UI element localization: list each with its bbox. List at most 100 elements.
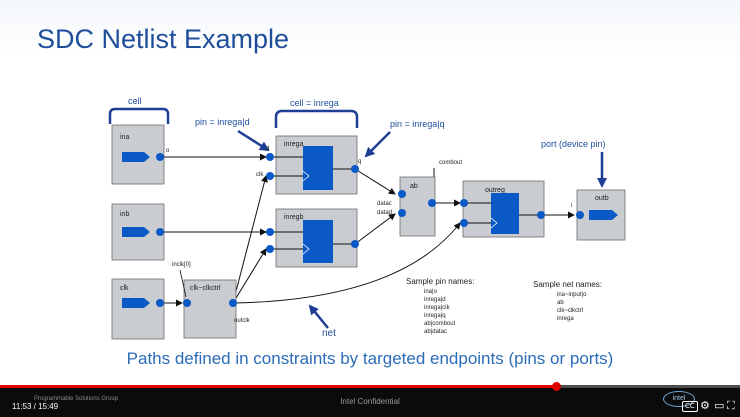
inregb-q-pin	[351, 240, 359, 248]
inrega-q-pin	[351, 165, 359, 173]
cell-annotation: cell	[128, 96, 142, 106]
inregb-d-pin	[266, 228, 274, 236]
sample-net-item: ina~input|o	[557, 292, 587, 298]
cell-clk-label: clk	[120, 285, 129, 292]
cell-inregb-label: inregb	[284, 214, 304, 221]
cell-ina-label: ina	[120, 134, 129, 141]
slide: SDC Netlist Example cell cell = inrega p…	[0, 0, 740, 385]
sample-net-names: Sample net names: ina~input|o ab clk~clk…	[533, 280, 602, 322]
ina-o-pin	[156, 153, 164, 161]
cell-ina: ina	[111, 124, 165, 185]
sample-pin-heading: Sample pin names:	[406, 277, 474, 286]
fullscreen-icon[interactable]: ⛶	[727, 399, 735, 412]
register-block	[303, 220, 333, 263]
netlist-diagram: cell cell = inrega pin = inrega|d pin = …	[108, 96, 626, 340]
clock-triangle	[490, 217, 498, 229]
cell-bracket	[108, 107, 170, 124]
video-progress-fill	[0, 385, 556, 388]
sample-pin-item: inrega|q	[424, 313, 446, 319]
miniplayer-icon[interactable]: ▭	[714, 399, 725, 412]
cell-inrega-label: inrega	[284, 141, 304, 148]
sample-pin-names: Sample pin names: ina|o inrega|d inrega|…	[406, 277, 474, 335]
sample-net-heading: Sample net names:	[533, 280, 602, 289]
sample-net-item: inrega	[557, 316, 574, 322]
pin-q-annotation: pin = inrega|q	[390, 119, 445, 129]
time-total: 15:49	[38, 402, 59, 411]
register-block	[303, 146, 333, 190]
time-display: 11:53 / 15:49	[12, 402, 58, 411]
cell-clkctrl: clk~clkctrl	[183, 279, 237, 339]
settings-gear-icon[interactable]: ⚙	[700, 399, 710, 412]
pin-label-inclk: inclk[0]	[172, 262, 191, 268]
sample-pin-item: ina|o	[424, 289, 438, 295]
pin-label-o: o	[166, 148, 170, 154]
cell-inb: inb	[111, 203, 165, 261]
ab-datac-pin	[398, 190, 406, 198]
group-label: Programmable Solutions Group	[34, 396, 119, 402]
pin-label-datad: datad	[377, 210, 392, 216]
pin-label-q: q	[358, 159, 361, 165]
pin-q-arrow	[364, 131, 391, 158]
cell-inrega-bracket	[274, 109, 359, 128]
clkctrl-inclk-pin	[183, 299, 191, 307]
output-port-icon	[589, 210, 618, 220]
intel-logo: intel	[663, 391, 695, 407]
net-annotation: net	[322, 328, 336, 339]
time-current: 11:53	[12, 402, 32, 411]
outreg-q-pin	[537, 211, 545, 219]
clkctrl-outclk-pin	[229, 299, 237, 307]
inclk-leader	[179, 269, 187, 298]
cell-outb-label: outb	[595, 195, 609, 202]
clock-triangle	[302, 170, 310, 182]
pin-d-annotation: pin = inrega|d	[195, 117, 250, 127]
cell-inb-label: inb	[120, 211, 129, 218]
confidential-label: Intel Confidential	[340, 397, 400, 406]
sample-pin-item: inrega|d	[424, 297, 446, 303]
cell-inrega-annotation: cell = inrega	[290, 98, 339, 108]
sample-pin-item: ab|combout	[424, 321, 456, 327]
cell-outb: outb	[576, 189, 626, 241]
pin-label-combout: combout	[439, 160, 462, 166]
port-annotation: port (device pin)	[541, 139, 606, 149]
cell-ab: ab	[398, 176, 436, 237]
sample-pin-item: ab|datac	[424, 329, 447, 335]
cell-ab-label: ab	[410, 183, 418, 190]
outreg-clk-pin	[460, 219, 468, 227]
video-player-controls: Programmable Solutions Group Intel Confi…	[0, 382, 740, 417]
cell-clkctrl-label: clk~clkctrl	[190, 285, 221, 292]
pin-label-clk: clk	[256, 172, 264, 178]
cell-outreg: outreg	[460, 180, 545, 238]
clk-o-pin	[156, 299, 164, 307]
ab-combout-pin	[428, 199, 436, 207]
input-port-icon	[122, 152, 150, 162]
input-port-icon	[122, 227, 150, 237]
cell-outreg-label: outreg	[485, 187, 505, 194]
inrega-clk-pin	[266, 172, 274, 180]
register-block	[491, 193, 519, 234]
cell-inrega: inrega	[266, 135, 359, 195]
pin-label-datac: datac	[377, 201, 392, 207]
outb-i-pin	[576, 211, 584, 219]
sample-net-item: clk~clkctrl	[557, 308, 583, 314]
sample-pin-item: inrega|clk	[424, 305, 451, 311]
inb-o-pin	[156, 228, 164, 236]
clock-triangle	[302, 243, 310, 255]
pin-label-d: d	[266, 146, 269, 152]
video-progress-bar[interactable]	[0, 382, 740, 391]
inregb-clk-pin	[266, 245, 274, 253]
captions-button[interactable]: CC	[682, 401, 698, 412]
pin-label-outclk: outclk	[234, 318, 251, 324]
slide-subtitle: Paths defined in constraints by targeted…	[126, 349, 614, 368]
cell-inregb: inregb	[266, 208, 359, 268]
ab-datad-pin	[398, 209, 406, 217]
net-arrow	[308, 304, 329, 329]
time-separator: /	[31, 402, 39, 411]
slide-title: SDC Netlist Example	[37, 24, 290, 54]
pin-label-i: i	[571, 203, 572, 209]
pin-d-arrow	[237, 129, 270, 152]
outreg-d-pin	[460, 199, 468, 207]
sample-net-item: ab	[557, 300, 564, 306]
input-port-icon	[122, 298, 150, 308]
inrega-d-pin	[266, 153, 274, 161]
video-progress-thumb[interactable]	[551, 382, 561, 391]
